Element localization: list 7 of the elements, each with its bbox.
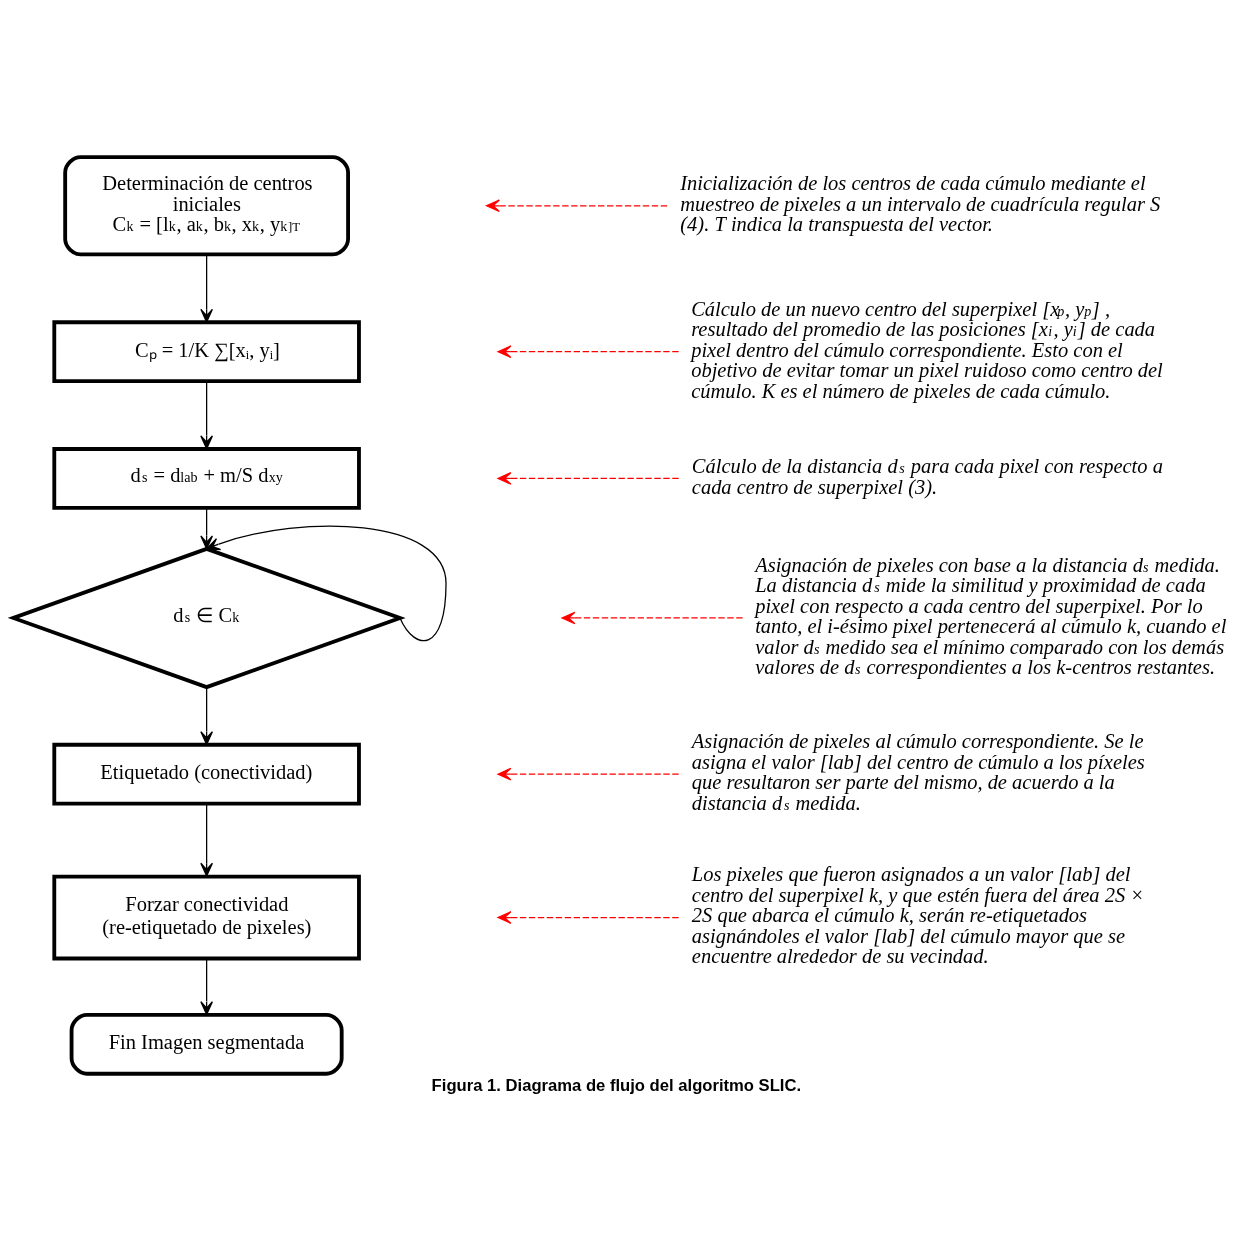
node-text: Los pixeles que fueron asignados a un valor [lab] del centro del superpixel k, y que estén fuera del área 2S × 2S que abarca el cúmulo k, serán re-etiquetados asignándoles el valor [lab] del cúmulo mayor que se encuentre alrededor de su vecindad.	[691, 863, 1145, 968]
node-text: Inicialización de los centros de cada cúmulo mediante el muestreo de pixeles a un intervalo de cuadrícula regular S (4). T indica la transpuesta del vector.	[680, 172, 1161, 236]
node-text: Cálculo de la distancia ds para cada pixel con respecto a cada centro de superpixel (3).	[691, 455, 1163, 498]
node-text: Cálculo de un nuevo centro del superpixel [xp, yp] , resultado del promedio de las posiciones [xi, yi] de cada pixel dentro del cúmulo correspondiente. Esto con el objetivo de evitar tomar un pixel ruidoso como centro del cúmulo. K es el número de pixeles de cada cúmulo.	[691, 297, 1163, 402]
node-text: Asignación de pixeles al cúmulo correspondiente. Se le asigna el valor [lab] del centro de cúmulo a los píxeles que resultaron ser parte del mismo, de acuerdo a la distancia ds medida.	[691, 730, 1145, 814]
caption: Figura 1. Diagrama de flujo del algoritmo SLIC.	[431, 1075, 802, 1095]
node-text: Asignación de pixeles con base a la distancia ds medida. La distancia ds mide la similitud y proximidad de cada pixel con respecto a cada centro del superpixel. Por lo tanto, el i-ésimo pixel pertenecerá al cúmulo k, cuando el valor ds medido sea el mínimo comparado con los demás valores de ds correspondientes a los k-centros restantes.	[755, 553, 1227, 679]
